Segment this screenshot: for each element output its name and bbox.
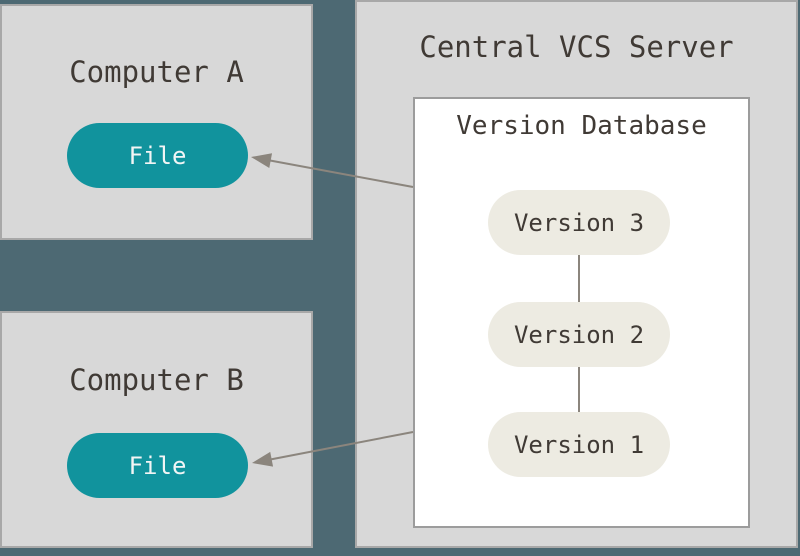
- computer-b-file-pill: File: [67, 433, 248, 498]
- version-pill-3: Version 3: [488, 190, 670, 255]
- computer-a-file-label: File: [128, 141, 187, 170]
- computer-a-file-pill: File: [67, 123, 248, 188]
- version-pill-3-label: Version 3: [513, 208, 645, 237]
- central-server-title: Central VCS Server: [419, 30, 734, 64]
- computer-b-box: Computer B File: [0, 311, 313, 548]
- version-pill-1-label: Version 1: [513, 430, 645, 459]
- computer-a-box: Computer A File: [0, 4, 313, 240]
- computer-a-title: Computer A: [69, 55, 244, 89]
- version-pill-1: Version 1: [488, 412, 670, 477]
- version-pill-2-label: Version 2: [513, 320, 645, 349]
- computer-b-file-label: File: [128, 451, 187, 480]
- central-server-box: Central VCS Server Version Database Vers…: [355, 0, 798, 548]
- computer-b-title: Computer B: [69, 363, 244, 397]
- version-database-box: Version Database Version 3 Version 2 Ver…: [413, 97, 750, 528]
- version-database-title: Version Database: [456, 111, 707, 141]
- version-pill-2: Version 2: [488, 302, 670, 367]
